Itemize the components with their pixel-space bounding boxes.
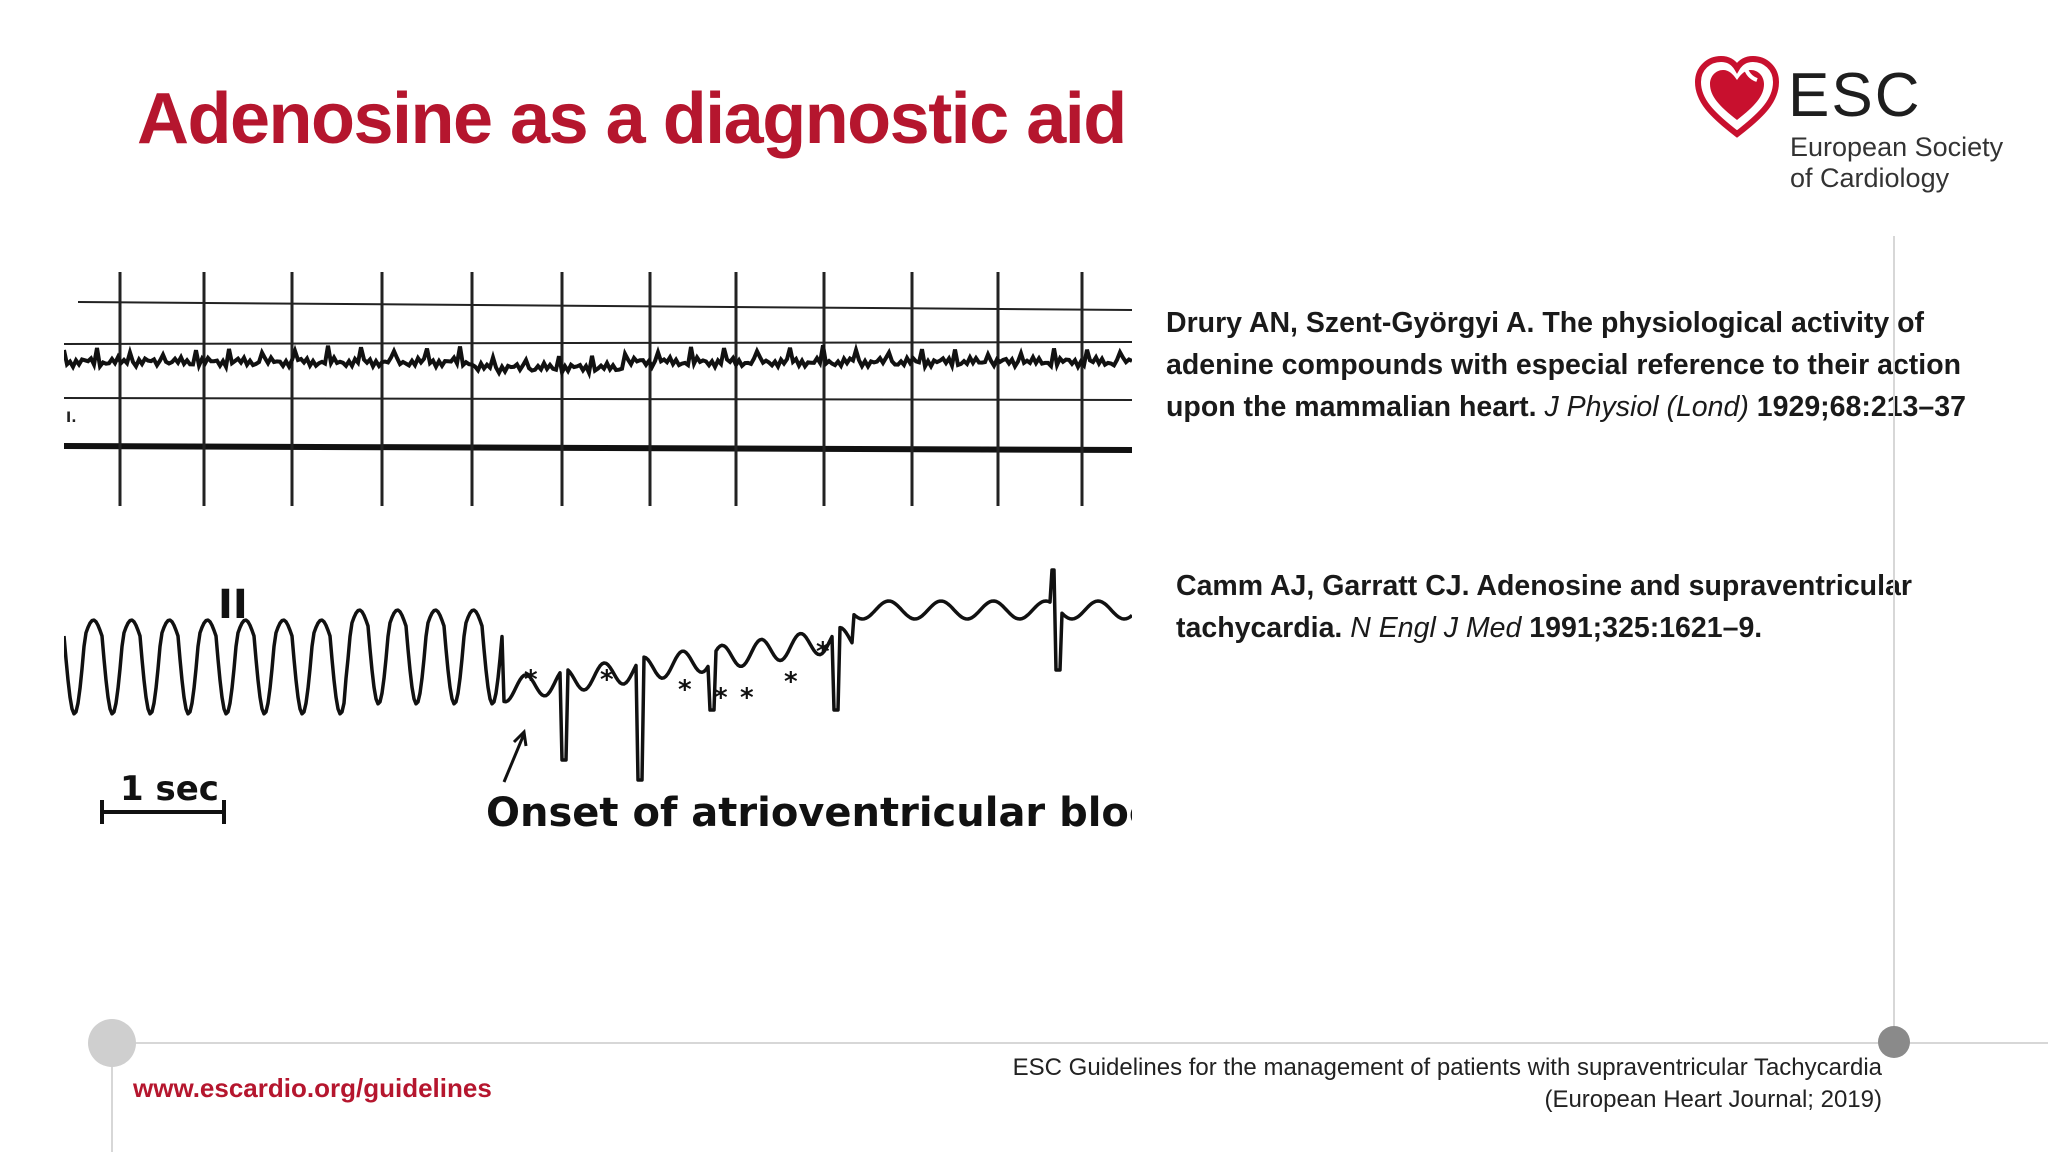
reference-2-journal: N Engl J Med [1350, 612, 1522, 644]
bottom-ecg-strip: II * * * * * * * 1 sec Onset of atrioven… [64, 568, 1132, 836]
p-wave-marker: * [600, 665, 614, 695]
reference-1-text: Drury AN, Szent-Györgyi A. The physiolog… [1166, 307, 1962, 423]
footer-source-line-1: ESC Guidelines for the management of pat… [1012, 1054, 1882, 1081]
esc-logo: ESC European Society of Cardiology [1695, 52, 2015, 202]
reference-2-text: Camm AJ, Garratt CJ. Adenosine and supra… [1176, 570, 1912, 644]
p-wave-marker: * [740, 683, 754, 713]
footer-left-dot [88, 1019, 136, 1067]
lead-label: II [218, 582, 248, 628]
reference-1-citation: 1929;68:213–37 [1748, 391, 1966, 423]
scale-bar [100, 800, 226, 824]
reference-2-citation: 1991;325:1621–9. [1521, 612, 1763, 644]
logo-subtitle-line-2: of Cardiology [1790, 163, 1950, 193]
slide-title: Adenosine as a diagnostic aid [137, 79, 1127, 159]
logo-word: ESC [1788, 61, 1922, 130]
block-annotation: Onset of atrioventricular block [486, 790, 1132, 836]
p-wave-marker: * [784, 667, 798, 697]
top-ecg-strip: I. [64, 272, 1132, 506]
footer-source: ESC Guidelines for the management of pat… [1013, 1052, 1882, 1116]
heart-logo-icon [1695, 56, 1779, 138]
p-wave-marker: * [678, 675, 692, 705]
left-divider-line [111, 1043, 113, 1152]
p-wave-marker: * [816, 637, 830, 667]
p-wave-marker: * [714, 683, 728, 713]
right-divider-line [1893, 236, 1895, 1038]
guidelines-url[interactable]: www.escardio.org/guidelines [133, 1073, 492, 1103]
logo-subtitle-line-1: European Society [1790, 132, 2004, 162]
reference-1-journal: J Physiol (Lond) [1544, 391, 1749, 423]
top-strip-marker: I. [66, 410, 77, 426]
logo-subtitle: European Society of Cardiology [1790, 132, 2003, 194]
annotation-arrow [502, 728, 528, 783]
footer-right-dot [1878, 1026, 1910, 1058]
footer-divider-line [112, 1042, 2048, 1044]
scale-label: 1 sec [120, 769, 219, 809]
p-wave-marker: * [524, 665, 538, 695]
reference-2: Camm AJ, Garratt CJ. Adenosine and supra… [1176, 565, 1956, 649]
reference-1: Drury AN, Szent-Györgyi A. The physiolog… [1166, 302, 2006, 428]
ecg-figure: I. II * * * * * * * 1 sec Onset of atrio… [64, 272, 1132, 836]
footer-source-line-2: (European Heart Journal; 2019) [1544, 1086, 1882, 1113]
